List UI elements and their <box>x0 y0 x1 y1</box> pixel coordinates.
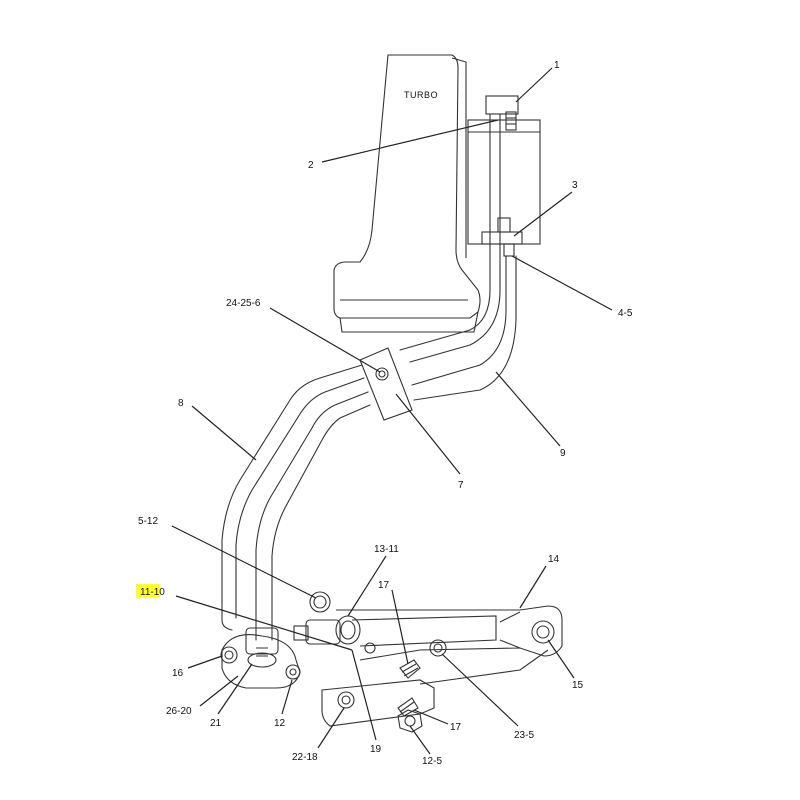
callout-5-12: 5-12 <box>138 516 158 527</box>
callout-16: 16 <box>172 668 184 679</box>
callout-2: 2 <box>308 160 314 171</box>
turbo-label: TURBO <box>404 90 438 100</box>
clip-17-lower <box>397 697 419 717</box>
mounting-bracket <box>467 119 541 245</box>
callout-19: 19 <box>370 744 382 755</box>
callout-21: 21 <box>210 718 222 729</box>
clamp-7 <box>359 347 413 421</box>
leader-lines <box>171 67 613 755</box>
callout-4-5: 4-5 <box>618 308 633 319</box>
callout-17-lower: 17 <box>450 722 462 733</box>
callout-7: 7 <box>458 480 464 491</box>
callout-22-18: 22-18 <box>292 752 318 763</box>
oil-tubes <box>221 113 517 641</box>
bolt-5-12 <box>309 591 331 613</box>
drain-flange <box>220 627 301 689</box>
callout-23-5: 23-5 <box>514 730 534 741</box>
callout-12: 12 <box>274 718 286 729</box>
callout-3: 3 <box>572 180 578 191</box>
callout-labels: 1 2 3 4-5 24-25-6 7 8 9 5-12 13-11 14 17… <box>138 60 633 767</box>
bolt-1 <box>485 95 519 131</box>
elbow-fitting <box>293 615 361 645</box>
callout-17-upper: 17 <box>378 580 390 591</box>
callout-11-10: 11-10 <box>140 587 165 598</box>
callout-13-11: 13-11 <box>374 544 399 555</box>
callout-9: 9 <box>560 448 566 459</box>
nut-12-5 <box>397 709 423 733</box>
callout-1: 1 <box>554 60 560 71</box>
lower-plate <box>321 649 549 727</box>
callout-highlight <box>136 584 160 597</box>
spacer-3 <box>481 217 523 257</box>
callout-24-25-6: 24-25-6 <box>226 298 261 309</box>
callout-15: 15 <box>572 680 584 691</box>
clip-17-upper <box>399 659 421 679</box>
callout-14: 14 <box>548 554 560 565</box>
callout-8: 8 <box>178 398 184 409</box>
turbocharger: TURBO <box>333 54 481 333</box>
bracket-14 <box>336 605 563 661</box>
callout-12-5: 12-5 <box>422 756 442 767</box>
callout-26-20: 26-20 <box>166 706 192 717</box>
